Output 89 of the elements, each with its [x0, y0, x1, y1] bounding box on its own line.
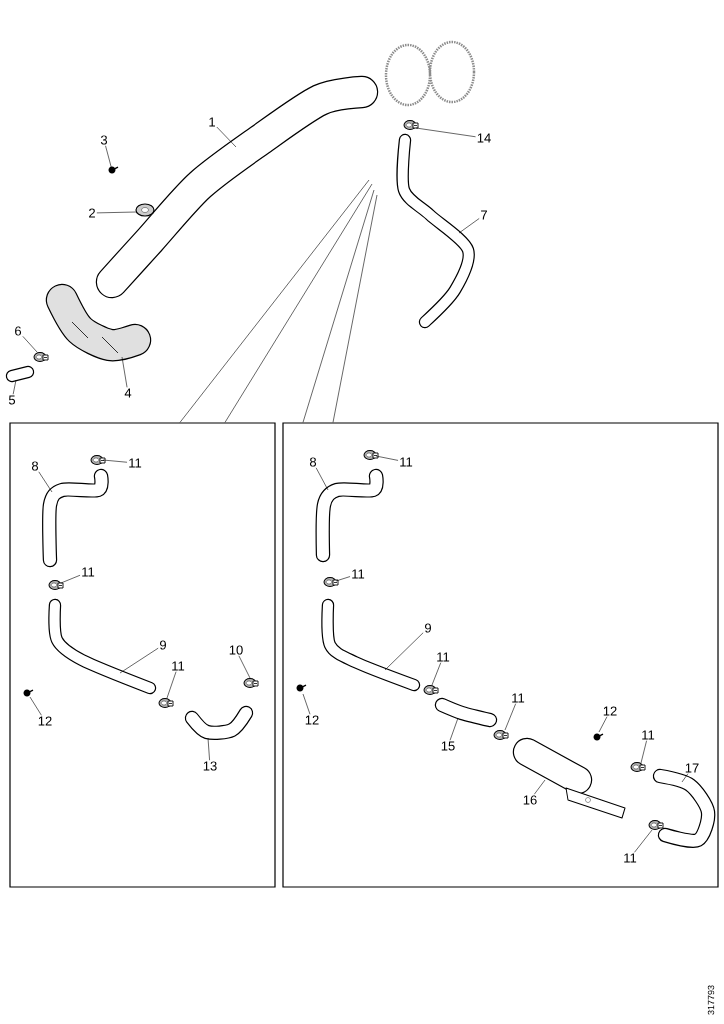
leader-line [119, 647, 159, 674]
callout-number: 9 [425, 623, 431, 633]
leader-line [384, 632, 424, 671]
detail-frame [9, 422, 276, 888]
leader-line [315, 467, 329, 491]
clamp-drawing [630, 762, 646, 772]
leader-line [681, 773, 689, 783]
callout-number: 12 [38, 716, 52, 726]
callout-number: 17 [685, 763, 699, 773]
pipe-drawing [48, 598, 157, 695]
leader-line [431, 662, 442, 686]
leader-line [216, 126, 237, 148]
leader-line [38, 471, 53, 493]
hose-drawing [184, 705, 254, 740]
hose-drawing [434, 697, 498, 728]
callout-number: 12 [603, 706, 617, 716]
callout-number: 9 [160, 640, 166, 650]
clamp-drawing [423, 685, 439, 695]
leader-line [238, 655, 251, 679]
leader-line [458, 218, 480, 234]
leader-line [335, 576, 351, 582]
clamp-drawing [363, 450, 379, 460]
clamp-drawing [33, 352, 49, 362]
elbow-drawing [45, 283, 152, 362]
clamp-drawing [243, 678, 259, 688]
pipe-drawing [321, 598, 421, 692]
leader-line [12, 379, 17, 395]
detail-view-line [224, 183, 373, 423]
clamp-drawing [48, 580, 64, 590]
pipe-drawing [95, 75, 379, 299]
plug-drawing [5, 365, 35, 383]
callout-number: 5 [8, 395, 16, 405]
detail-view-line [179, 179, 370, 423]
leader-line [121, 356, 128, 388]
leader-line [102, 459, 128, 463]
muffler-drawing [512, 737, 626, 819]
clamp-drawing [648, 820, 664, 830]
callout-number: 11 [642, 730, 655, 740]
hose-drawing [42, 468, 109, 568]
leader-line [640, 740, 647, 764]
hose-drawing [315, 468, 384, 563]
callout-number: 11 [624, 853, 637, 863]
callout-number: 11 [129, 458, 142, 468]
callout-number: 8 [31, 461, 39, 471]
leader-line [96, 211, 137, 214]
callout-number: 7 [481, 210, 487, 220]
clamp-drawing [90, 455, 106, 465]
callout-number: 12 [305, 715, 319, 725]
callout-number: 6 [15, 326, 22, 336]
callout-number: 11 [512, 693, 525, 703]
callout-number: 14 [477, 133, 491, 143]
leader-line [598, 716, 608, 733]
detail-view-line [332, 194, 378, 423]
callout-number: 11 [437, 652, 450, 662]
callout-number: 13 [203, 761, 217, 771]
leader-line [534, 779, 546, 795]
leader-line [166, 671, 177, 699]
drawing-number: 317793 [707, 985, 715, 1015]
clamp-drawing [493, 730, 509, 740]
bolt-drawing [296, 684, 307, 692]
detail-frame [282, 422, 719, 888]
callout-number: 10 [229, 645, 243, 655]
leader-line [60, 574, 81, 584]
detail-view-line [302, 189, 375, 423]
callout-number: 11 [352, 569, 365, 579]
leader-line [634, 829, 653, 853]
bolt-drawing [23, 689, 34, 697]
callout-number: 11 [172, 661, 185, 671]
callout-number: 2 [89, 208, 95, 218]
leader-line [415, 127, 476, 138]
hose-drawing [396, 133, 475, 329]
leader-line [29, 696, 42, 716]
callout-number: 11 [82, 567, 95, 577]
bolt-drawing [593, 733, 604, 741]
leader-line [375, 455, 399, 461]
bolt-drawing [108, 166, 119, 174]
clamp-drawing [158, 698, 174, 708]
callout-number: 4 [124, 388, 132, 398]
leader-line [504, 703, 516, 731]
clamp-drawing [323, 577, 339, 587]
callout-number: 16 [523, 795, 537, 805]
callout-number: 11 [400, 457, 413, 467]
callout-number: 8 [309, 457, 317, 467]
leader-line [22, 336, 38, 353]
leader-line [449, 717, 459, 741]
leader-line [207, 737, 210, 761]
leader-line [302, 693, 311, 715]
clamp-drawing [403, 120, 419, 130]
callout-number: 15 [441, 741, 455, 751]
